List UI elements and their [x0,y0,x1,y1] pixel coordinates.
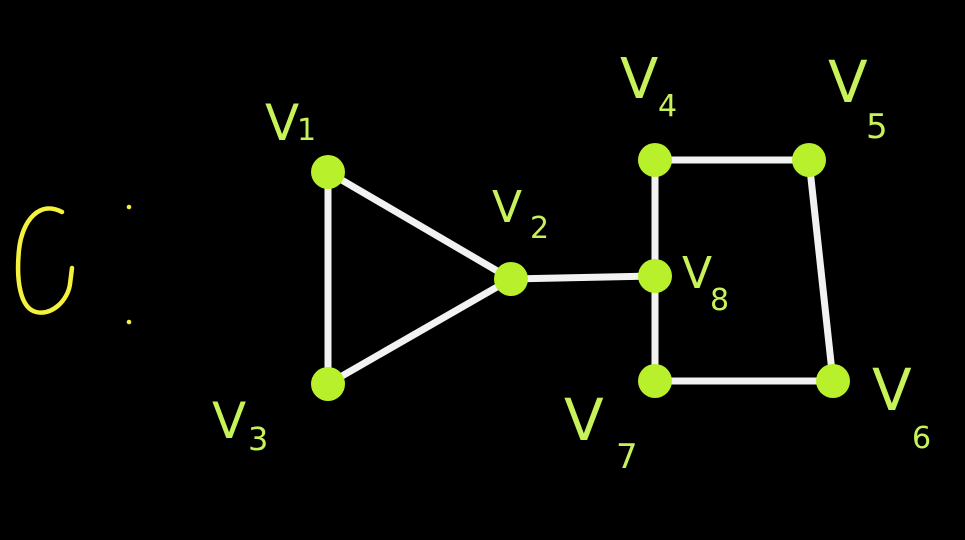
vertex-label-v4: V [620,47,658,112]
edge-v2-v8 [507,272,659,283]
vertex-v8 [638,259,672,293]
vertex-label-sub-v1: 1 [297,113,316,148]
vertex-label-sub-v4: 4 [658,89,677,124]
vertex-label-v3: V [212,392,246,450]
vertex-label-v6: V [872,356,912,424]
vertex-v6 [816,364,850,398]
vertex-v5 [792,143,826,177]
vertex-label-sub-v7: 7 [616,437,638,477]
edge-v5-v6 [805,156,837,385]
vertex-label-v5: V [828,48,868,116]
vertex-label-sub-v3: 3 [248,420,268,458]
colon-dot-bottom [126,319,132,325]
edge-v1-v2 [324,168,515,283]
graph-title: G [15,204,132,325]
vertex-label-v2: V [492,182,522,233]
vertex-label-v1: V [265,94,299,152]
vertex-label-v8: V [682,248,712,299]
vertex-label-sub-v8: 8 [710,283,729,318]
vertex-label-sub-v6: 6 [912,421,931,456]
vertex-v3 [311,367,345,401]
graph-name-glyph [15,206,75,315]
vertex-v1 [311,155,345,189]
vertex-label-sub-v2: 2 [530,211,549,246]
edges-layer [324,156,837,388]
vertex-v7 [638,364,672,398]
vertex-label-sub-v5: 5 [866,107,888,147]
vertex-v2 [494,262,528,296]
vertex-label-v7: V [564,386,604,454]
colon-dot-top [126,204,132,210]
edge-v2-v3 [324,275,515,388]
vertices-layer [311,143,850,401]
vertex-v4 [638,143,672,177]
